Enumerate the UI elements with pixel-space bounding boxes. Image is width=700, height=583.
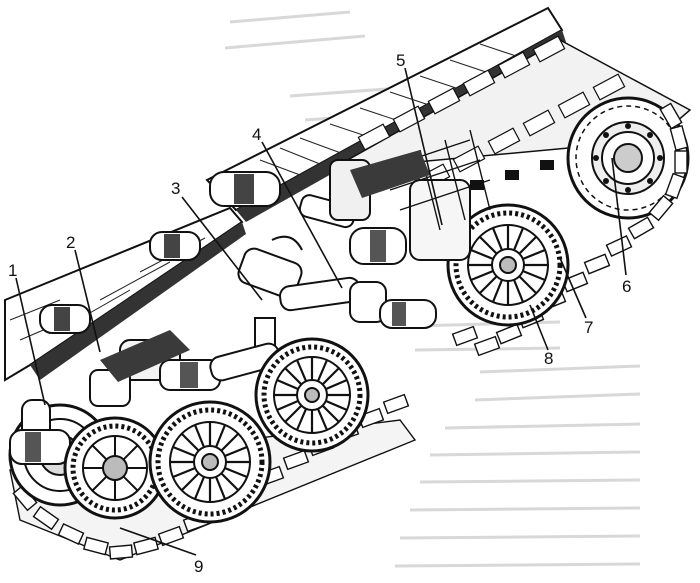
leader-5	[404, 67, 443, 226]
leader-8	[529, 304, 549, 351]
near-track-assembly	[4, 206, 437, 561]
callout-numbers: 1 2 3 4 5 6 7 8 9	[8, 51, 631, 576]
leader-9	[119, 527, 197, 556]
leader-7	[559, 257, 587, 319]
callout-8: 8	[544, 349, 553, 368]
far-suspension-linkage	[209, 129, 491, 265]
callout-3: 3	[171, 179, 180, 198]
far-road-wheel	[446, 203, 570, 327]
callout-6: 6	[622, 277, 631, 296]
leader-4	[261, 141, 343, 289]
near-road-wheel-rear	[254, 337, 370, 453]
far-track-assembly	[205, 6, 692, 357]
callout-1: 1	[8, 261, 17, 280]
callout-4: 4	[252, 125, 261, 144]
callout-leaders	[15, 67, 627, 556]
callout-2: 2	[66, 233, 75, 252]
leader-6	[611, 157, 627, 276]
far-drive-sprocket	[566, 96, 690, 220]
near-road-wheel-middle	[148, 400, 272, 524]
near-suspension-linkage	[89, 330, 281, 407]
leader-1	[15, 277, 46, 406]
background-print-bleed	[224, 10, 641, 568]
callout-5: 5	[396, 51, 405, 70]
near-hull-cylinders	[39, 231, 201, 334]
leader-2	[74, 249, 101, 353]
callout-7: 7	[584, 318, 593, 337]
callout-9: 9	[194, 557, 203, 576]
leader-3	[181, 196, 263, 301]
